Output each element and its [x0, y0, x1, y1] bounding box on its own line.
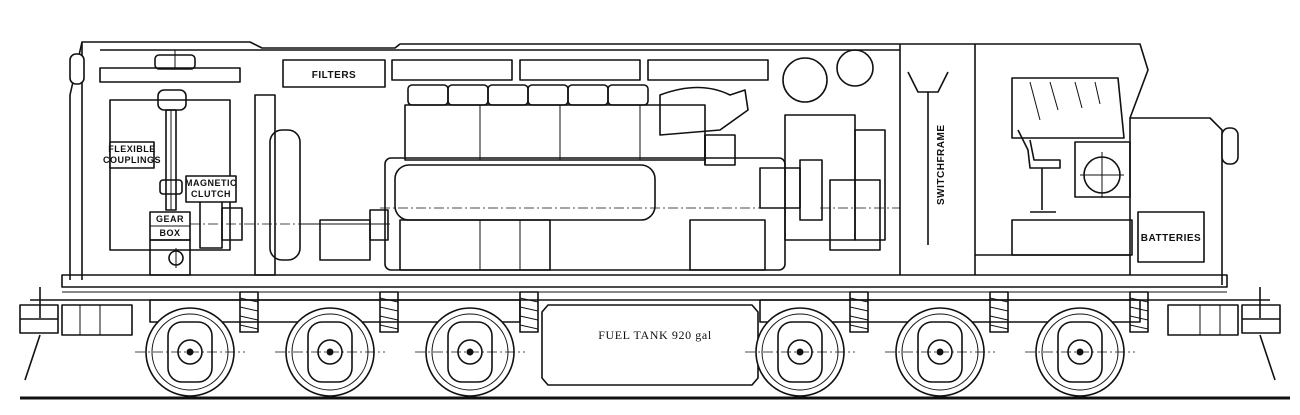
- flexible-couplings-label-line1: FLEXIBLE: [108, 144, 156, 154]
- wheelset-5: [885, 291, 1009, 397]
- magnetic-clutch-label-line2: CLUTCH: [191, 189, 231, 199]
- batteries-box: BATTERIES: [1137, 211, 1205, 263]
- headlight-front-icon: [69, 53, 85, 85]
- flexible-couplings-label-line2: COUPLINGS: [103, 155, 161, 165]
- filters-panel: FILTERS: [282, 59, 769, 88]
- switchframe-label: SWITCHFRAME: [936, 125, 947, 206]
- wheelset-4: [745, 291, 869, 397]
- magnetic-clutch-label-line1: MAGNETIC: [185, 178, 237, 188]
- rear-coupler: [1167, 304, 1281, 381]
- diesel-engine: [380, 84, 790, 271]
- radiator-fan: [99, 50, 241, 276]
- fuel-tank-label: FUEL TANK 920 gal: [598, 328, 712, 342]
- wheelset-3: [415, 291, 539, 397]
- gear-box-label-line1: GEAR: [156, 214, 184, 224]
- front-coupler: [19, 304, 133, 381]
- auxiliary-drive: [254, 94, 390, 276]
- fuel-tank: FUEL TANK 920 gal: [541, 304, 759, 386]
- wheelset-6: [1025, 291, 1149, 397]
- component-labels: FLEXIBLE COUPLINGS MAGNETIC CLUTCH GEAR …: [103, 141, 237, 238]
- cab: [1011, 77, 1133, 256]
- bogies: [135, 291, 1149, 397]
- main-generator: [759, 49, 900, 251]
- headlight-rear-icon: [1221, 127, 1239, 165]
- wheelset-2: [275, 291, 399, 397]
- switchframe: SWITCHFRAME: [907, 71, 949, 245]
- wheelset-1: [135, 291, 259, 397]
- batteries-label: BATTERIES: [1141, 233, 1201, 244]
- filters-label: FILTERS: [312, 70, 356, 81]
- gear-box-label-line2: BOX: [159, 228, 180, 238]
